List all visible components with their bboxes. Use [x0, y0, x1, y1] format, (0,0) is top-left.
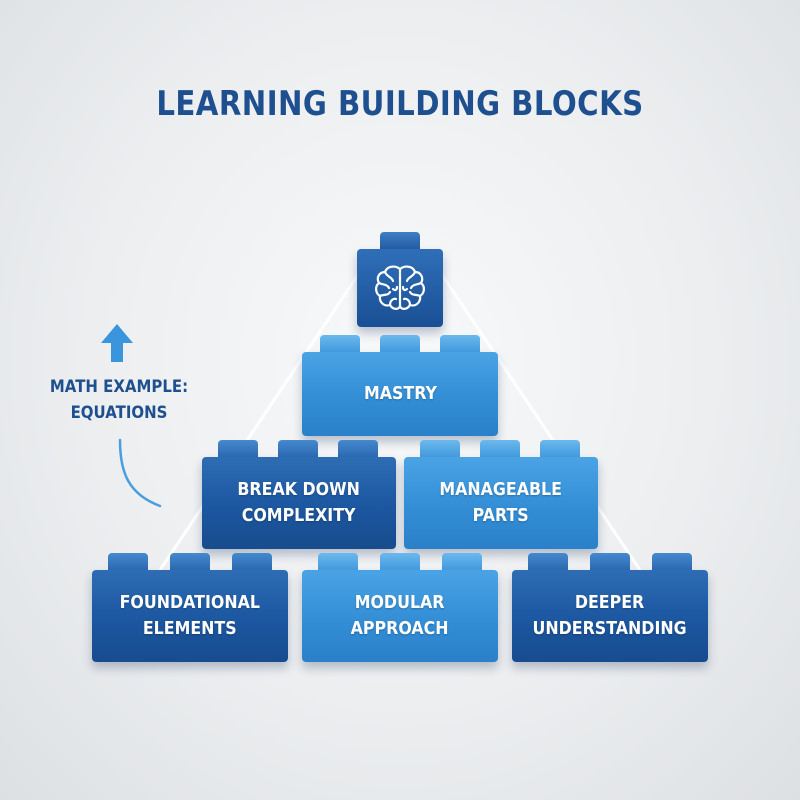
page-title: LEARNING BUILDING BLOCKS	[156, 84, 644, 124]
deeper-block: DEEPER UNDERSTANDING	[512, 553, 708, 662]
block-stud	[442, 553, 482, 571]
modular-block: MODULAR APPROACH	[302, 553, 498, 662]
deeper-block-body: DEEPER UNDERSTANDING	[512, 570, 708, 662]
block-stud	[320, 335, 360, 353]
block-stud	[218, 440, 258, 458]
block-stud	[380, 335, 420, 353]
deeper-label: DEEPER UNDERSTANDING	[532, 592, 688, 639]
break-down-label: BREAK DOWN COMPLEXITY	[237, 479, 361, 526]
block-stud	[108, 553, 148, 571]
block-stud	[480, 440, 520, 458]
mastry-block: MASTRY	[302, 335, 498, 436]
block-stud	[380, 553, 420, 571]
foundational-block-body: FOUNDATIONAL ELEMENTS	[92, 570, 288, 662]
block-stud	[232, 553, 272, 571]
block-stud	[278, 440, 318, 458]
break-down-block: BREAK DOWN COMPLEXITY	[202, 440, 396, 549]
mastry-label: MASTRY	[363, 383, 437, 404]
math-example-note: MATH EXAMPLE: EQUATIONS	[49, 377, 189, 423]
brain-block	[357, 232, 443, 327]
modular-label: MODULAR APPROACH	[351, 592, 449, 639]
manageable-block-body: MANAGEABLE PARTS	[404, 457, 598, 549]
block-stud	[528, 553, 568, 571]
mastry-block-body: MASTRY	[302, 352, 498, 436]
modular-block-body: MODULAR APPROACH	[302, 570, 498, 662]
brain-icon	[375, 265, 425, 310]
break-down-block-body: BREAK DOWN COMPLEXITY	[202, 457, 396, 549]
foundational-block: FOUNDATIONAL ELEMENTS	[92, 553, 288, 662]
block-stud	[590, 553, 630, 571]
manageable-label: MANAGEABLE PARTS	[439, 479, 563, 526]
brain-block-body	[357, 249, 443, 327]
block-stud	[440, 335, 480, 353]
block-stud	[652, 553, 692, 571]
block-stud	[380, 232, 420, 250]
manageable-block: MANAGEABLE PARTS	[404, 440, 598, 549]
block-stud	[338, 440, 378, 458]
foundational-label: FOUNDATIONAL ELEMENTS	[119, 592, 261, 639]
block-stud	[540, 440, 580, 458]
block-stud	[170, 553, 210, 571]
block-stud	[420, 440, 460, 458]
block-stud	[318, 553, 358, 571]
